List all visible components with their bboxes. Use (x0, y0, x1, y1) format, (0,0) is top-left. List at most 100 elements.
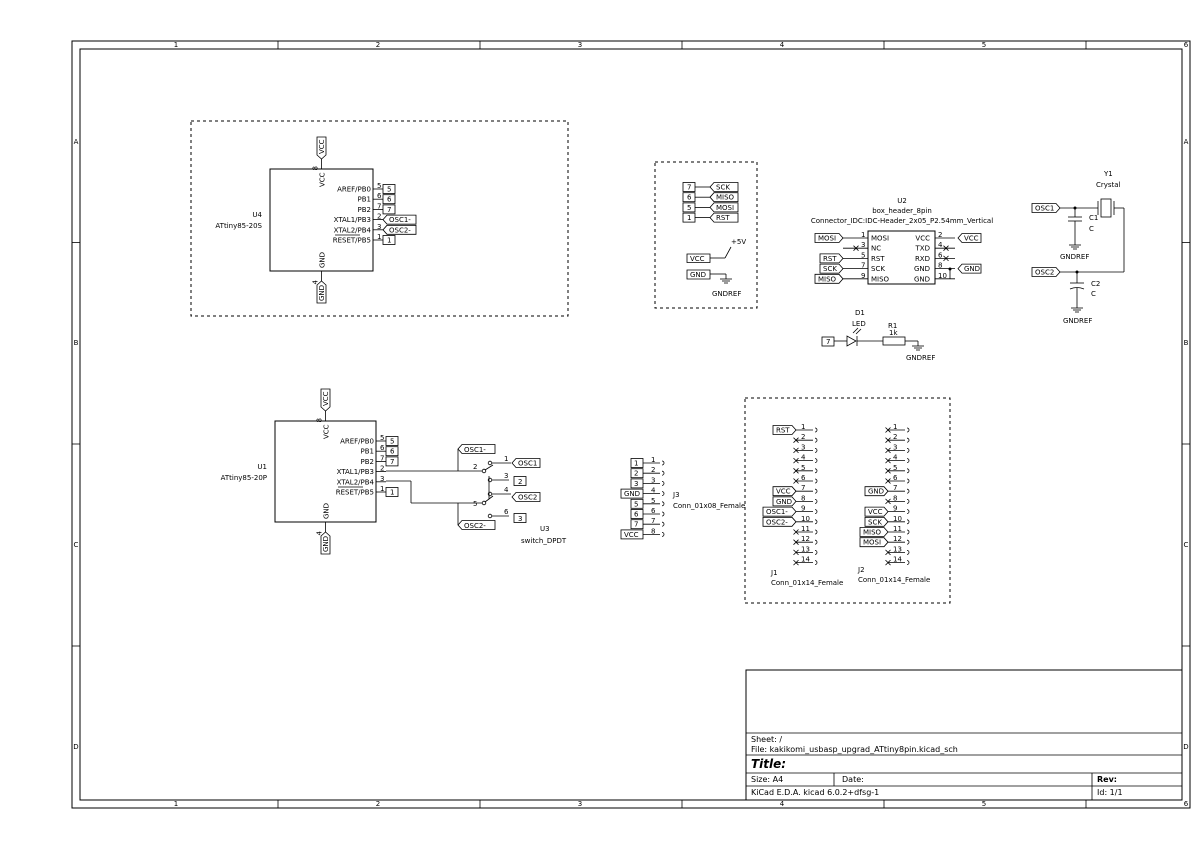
u3-pin-num: 1 (504, 455, 508, 463)
u3-osc2m-text: OSC2- (464, 522, 486, 530)
pinmap-gnd-label[interactable] (686, 269, 711, 280)
u4-net-label-outline (382, 204, 396, 215)
u2-value: box_header_8pin (872, 207, 932, 215)
u3-pole-contact (481, 500, 487, 506)
u1-pin-num: 5 (380, 434, 384, 442)
u1-net-label[interactable]: 6 (385, 446, 399, 457)
u3-osc2-label[interactable]: OSC2 (511, 492, 541, 502)
u1-net-label[interactable]: 7 (385, 456, 399, 467)
no-connect-icon (885, 437, 891, 443)
j1-net-label[interactable] (772, 496, 797, 507)
no-connect-icon (793, 559, 799, 566)
j2-net-label[interactable] (864, 516, 889, 527)
no-connect-icon (793, 529, 799, 535)
y1-value: Crystal (1096, 181, 1121, 189)
u2-net-label[interactable] (819, 253, 844, 264)
u4-pin-name: PB1 (358, 196, 371, 204)
u1-pin-num: 2 (380, 465, 384, 473)
j1-pin-num: 6 (801, 474, 806, 482)
u3-net-2-label[interactable] (513, 476, 527, 486)
j1-net-label[interactable] (772, 425, 797, 435)
u2-net-label[interactable] (957, 233, 982, 243)
j1-net-label[interactable] (762, 516, 797, 527)
j2-net-label[interactable] (859, 527, 889, 537)
j2-socket-icon (906, 427, 910, 433)
u2-pin-name: NC (871, 245, 881, 253)
j3-socket-icon (661, 470, 665, 476)
pinmap-num-text: 1 (687, 214, 691, 222)
u1-gnd-name: GND (323, 503, 331, 519)
pinmap-signal-label[interactable] (709, 202, 739, 213)
u1-net-label[interactable]: 1 (385, 487, 399, 497)
no-connect-icon (885, 478, 891, 484)
u1-pin-name: XTAL1/PB3 (337, 468, 374, 476)
j2-socket-icon (906, 499, 910, 504)
u4-vcc-label[interactable]: VCC (316, 136, 327, 160)
y1-osc1-label[interactable]: OSC1 (1031, 203, 1061, 213)
j2-net-label[interactable] (864, 506, 889, 517)
pinmap-vcc-label[interactable] (686, 253, 711, 263)
u4-net-label[interactable]: 6 (382, 194, 396, 205)
j1-net-label[interactable] (772, 486, 797, 497)
pinmap-signal-label[interactable] (709, 192, 739, 203)
j3-net-label-text: 7 (634, 521, 638, 529)
row-label-left: C (74, 541, 79, 549)
u3-pin-num: 5 (473, 500, 477, 508)
j2-pin-num: 2 (893, 433, 897, 441)
connector-j2[interactable]: 1234567GND89VCC10SCK11MISO12MOSI1314J2Co… (857, 423, 930, 584)
u2-pin-name: GND (914, 265, 930, 273)
u4-gnd-label[interactable]: GND (316, 280, 327, 304)
j2-pin-num: 9 (893, 505, 897, 513)
u3-net-3-label[interactable] (513, 513, 527, 523)
y1-osc2-label[interactable]: OSC2 (1031, 267, 1061, 277)
u1-vcc-label[interactable]: VCC (320, 388, 331, 412)
j2-ref: J2 (857, 566, 865, 574)
u2-net-label[interactable] (814, 233, 844, 243)
u2-pin-num: 2 (938, 231, 942, 239)
u3-osc1m-label[interactable]: OSC1- (457, 444, 496, 455)
u1-net-label[interactable]: 5 (385, 436, 399, 446)
j2-socket-icon (906, 509, 910, 514)
u2-pin-name: RXD (915, 255, 930, 263)
u2-net-label[interactable] (814, 273, 844, 284)
u4-net-label[interactable]: OSC2- (382, 224, 417, 235)
u2-net-label[interactable] (957, 263, 982, 274)
title-id: Id: 1/1 (1097, 788, 1123, 797)
u4-net-label[interactable]: 1 (382, 235, 396, 245)
pinmap-signal-label[interactable] (709, 182, 739, 192)
u4-net-label[interactable]: 7 (382, 204, 396, 215)
j1-pin-num: 12 (801, 535, 810, 543)
u2-pin-num: 6 (938, 251, 943, 259)
j1-net-label[interactable] (762, 506, 797, 517)
no-connect-icon (793, 468, 799, 474)
no-connect-icon (885, 549, 891, 556)
u4-net-label[interactable]: OSC1- (382, 214, 417, 225)
j1-pin-num: 3 (801, 443, 805, 451)
u1-gnd-label[interactable]: GND (320, 531, 331, 555)
j3-pin-num: 7 (651, 517, 655, 525)
j3-pin-num: 3 (651, 476, 655, 484)
connector-j1[interactable]: 1RST234567VCC8GND9OSC1-10OSC2-11121314J1… (762, 423, 843, 587)
pinmap-signal-label[interactable] (709, 212, 739, 223)
u2-net-label-text: GND (964, 265, 980, 273)
j2-net-label[interactable] (864, 486, 889, 497)
pinmap-wire (724, 246, 732, 259)
u2-net-label[interactable] (819, 263, 844, 274)
j1-pin-num: 9 (801, 505, 805, 513)
resistor-icon (882, 336, 906, 346)
u4-net-label[interactable]: 5 (382, 184, 396, 194)
d1-net-label[interactable] (821, 336, 835, 347)
u3-osc1-label-outline (511, 458, 541, 468)
j2-socket-icon (906, 448, 910, 453)
j2-net-label[interactable] (859, 537, 889, 548)
u4-net-label-outline (382, 214, 417, 225)
u3-osc1-label[interactable]: OSC1 (511, 458, 541, 468)
connector-u2[interactable]: U2box_header_8pinConnector_IDC:IDC-Heade… (811, 197, 993, 285)
u3-osc2m-label[interactable]: OSC2- (457, 520, 496, 531)
